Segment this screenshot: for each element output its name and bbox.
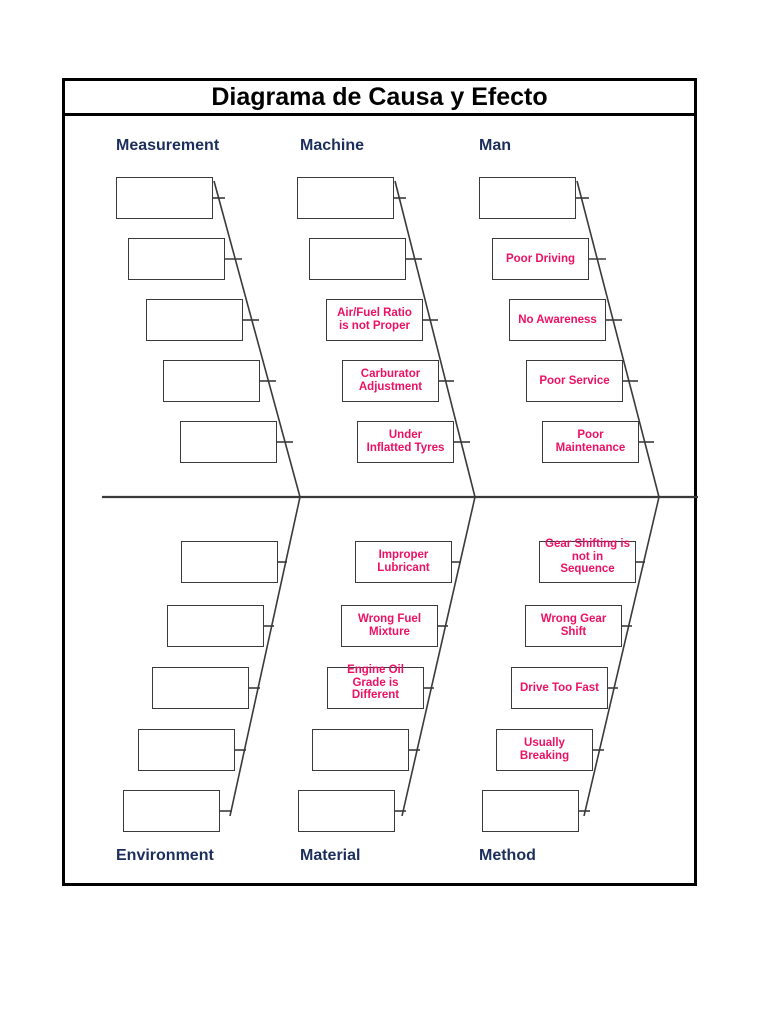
cause-box-machine-1[interactable]: [297, 177, 394, 219]
cause-text: Improper Lubricant: [377, 549, 430, 574]
cause-box-material-5[interactable]: [298, 790, 395, 832]
cause-box-man-1[interactable]: [479, 177, 576, 219]
cause-box-environment-3[interactable]: [152, 667, 249, 709]
cause-box-environment-1[interactable]: [181, 541, 278, 583]
cause-box-measurement-2[interactable]: [128, 238, 225, 280]
cause-box-material-4[interactable]: [312, 729, 409, 771]
cause-box-measurement-1[interactable]: [116, 177, 213, 219]
cause-text: Poor Driving: [505, 252, 575, 265]
cause-text: Poor Maintenance: [555, 429, 626, 454]
cause-box-measurement-3[interactable]: [146, 299, 243, 341]
fishbone-diagram-frame: Diagrama de Causa y Efecto Measurement M…: [62, 78, 698, 886]
cause-text: Air/Fuel Ratio is not Proper: [337, 307, 412, 332]
cause-box-method-4[interactable]: Usually Breaking: [496, 729, 593, 771]
cause-box-material-1[interactable]: Improper Lubricant: [355, 541, 452, 583]
page-title: Diagrama de Causa y Efecto: [211, 82, 548, 111]
cause-box-man-3[interactable]: No Awareness: [509, 299, 606, 341]
cause-box-machine-3[interactable]: Air/Fuel Ratio is not Proper: [326, 299, 423, 341]
cause-text: Wrong Gear Shift: [540, 613, 607, 638]
cause-text: Wrong Fuel Mixture: [357, 613, 422, 638]
cause-box-material-2[interactable]: Wrong Fuel Mixture: [341, 605, 438, 647]
category-label-method: Method: [479, 847, 536, 864]
cause-box-environment-4[interactable]: [138, 729, 235, 771]
cause-text: Engine Oil Grade is Different: [347, 663, 404, 702]
cause-box-man-4[interactable]: Poor Service: [526, 360, 623, 402]
cause-box-method-1[interactable]: Gear Shifting is not in Sequence: [539, 537, 636, 583]
cause-box-measurement-5[interactable]: [180, 421, 277, 463]
cause-box-measurement-4[interactable]: [163, 360, 260, 402]
cause-box-method-2[interactable]: Wrong Gear Shift: [525, 605, 622, 647]
cause-text: No Awareness: [518, 313, 597, 326]
cause-box-machine-5[interactable]: Under Inflatted Tyres: [357, 421, 454, 463]
cause-box-man-5[interactable]: Poor Maintenance: [542, 421, 639, 463]
cause-box-machine-4[interactable]: Carburator Adjustment: [342, 360, 439, 402]
cause-box-man-2[interactable]: Poor Driving: [492, 238, 589, 280]
cause-box-environment-2[interactable]: [167, 605, 264, 647]
cause-box-environment-5[interactable]: [123, 790, 220, 832]
diagram-title-bar: Diagrama de Causa y Efecto: [65, 81, 694, 116]
category-label-material: Material: [300, 847, 361, 864]
cause-box-material-3[interactable]: Engine Oil Grade is Different: [327, 663, 424, 709]
cause-text: Poor Service: [539, 374, 610, 387]
cause-box-method-5[interactable]: [482, 790, 579, 832]
category-label-environment: Environment: [116, 847, 214, 864]
category-label-machine: Machine: [300, 137, 365, 154]
cause-box-method-3[interactable]: Drive Too Fast: [511, 667, 608, 709]
category-label-man: Man: [479, 137, 511, 154]
cause-text: Carburator Adjustment: [358, 368, 423, 393]
cause-text: Usually Breaking: [519, 737, 570, 762]
cause-text: Drive Too Fast: [519, 681, 600, 694]
cause-text: Under Inflatted Tyres: [366, 429, 445, 454]
category-label-measurement: Measurement: [116, 137, 220, 154]
cause-text: Gear Shifting is not in Sequence: [545, 537, 630, 576]
cause-box-machine-2[interactable]: [309, 238, 406, 280]
